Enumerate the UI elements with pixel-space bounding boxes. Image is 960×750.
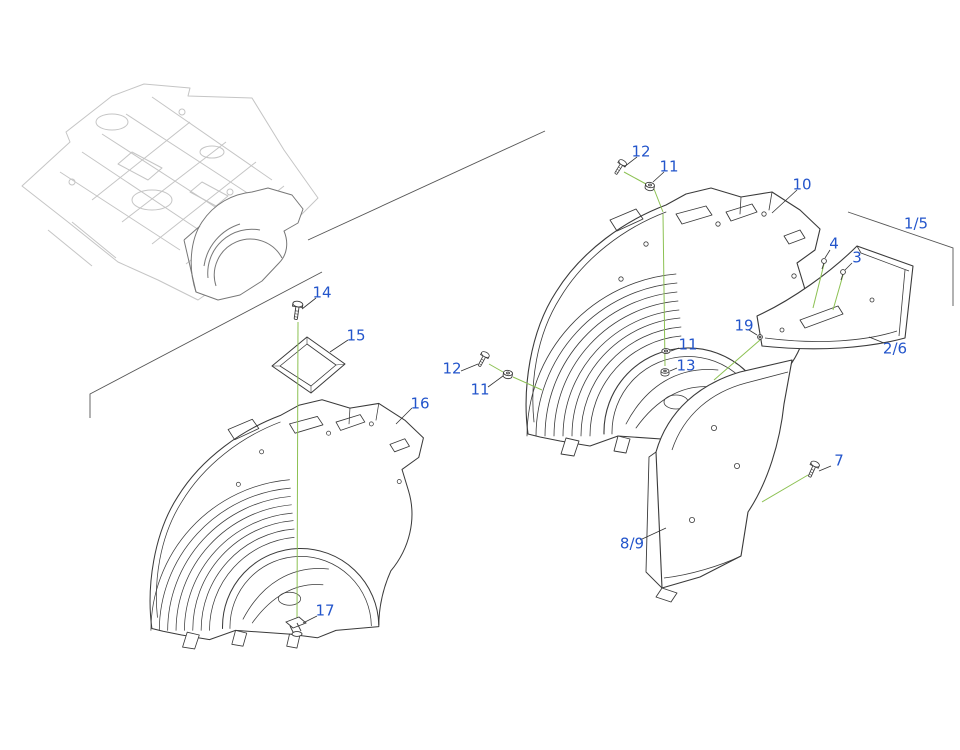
screw-3-icon xyxy=(840,269,846,281)
projection-lines xyxy=(89,130,954,418)
callout-17[interactable]: 17 xyxy=(315,601,335,620)
assembly-connector-lines xyxy=(296,171,844,621)
callout-3[interactable]: 3 xyxy=(852,248,862,267)
bolt-12-top-icon xyxy=(611,158,628,177)
callout-11-mid[interactable]: 11 xyxy=(678,335,698,354)
callout-2-6[interactable]: 2/6 xyxy=(882,339,908,358)
callout-14[interactable]: 14 xyxy=(312,283,332,302)
callout-12-left[interactable]: 12 xyxy=(442,359,462,378)
clip-17-icon xyxy=(285,616,307,637)
side-panel-2-6 xyxy=(756,245,914,350)
callout-4[interactable]: 4 xyxy=(829,234,839,253)
callout-11-left[interactable]: 11 xyxy=(470,380,490,399)
callout-11-top[interactable]: 11 xyxy=(659,157,679,176)
callout-8-9[interactable]: 8/9 xyxy=(619,534,645,553)
nut-11-top-icon xyxy=(644,181,656,192)
screw-4-icon xyxy=(821,258,827,270)
corner-panel-8-9 xyxy=(645,359,793,603)
bolt-12-left-icon xyxy=(475,350,491,369)
bolt-7-icon xyxy=(805,459,821,480)
rivet-19-icon xyxy=(757,334,763,340)
callout-13[interactable]: 13 xyxy=(676,356,696,375)
fasteners xyxy=(285,158,846,637)
callout-12-top[interactable]: 12 xyxy=(631,142,651,161)
floor-pan-highlight-wheel-housing xyxy=(183,187,304,301)
callout-19[interactable]: 19 xyxy=(734,316,754,335)
callout-16[interactable]: 16 xyxy=(410,394,430,413)
bolt-14-icon xyxy=(290,300,304,321)
wheel-housing-16 xyxy=(149,399,424,650)
washer-11-mid-icon xyxy=(661,348,671,354)
callout-7[interactable]: 7 xyxy=(834,451,844,470)
nut-11-left-icon xyxy=(502,369,514,380)
gasket-15 xyxy=(271,336,346,394)
callout-10[interactable]: 10 xyxy=(792,175,812,194)
callout-1-5[interactable]: 1/5 xyxy=(903,214,929,233)
nut-13-icon xyxy=(660,368,670,377)
callout-leader-lines xyxy=(301,156,885,624)
callout-15[interactable]: 15 xyxy=(346,326,366,345)
